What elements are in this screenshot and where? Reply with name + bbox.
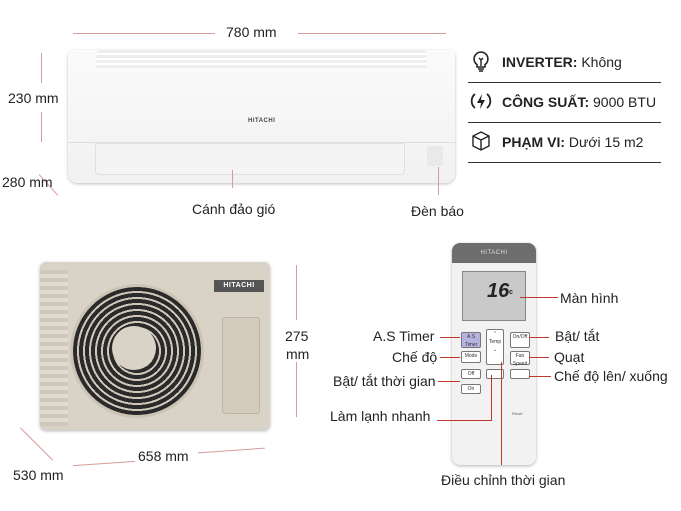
indoor-air-intake	[96, 50, 427, 68]
as-timer-callout-line	[440, 337, 460, 338]
mode-button[interactable]: Mode	[461, 351, 481, 363]
fan-speed-button[interactable]: Fan Speed	[510, 351, 530, 367]
indoor-height-line-top	[41, 53, 42, 83]
outdoor-height-line-bottom	[296, 362, 297, 417]
spec-range: PHẠM VI: Dưới 15 m2	[468, 122, 661, 163]
powerful-button[interactable]	[486, 369, 504, 379]
as-timer-button[interactable]: A.S Timer	[461, 332, 481, 348]
cube-icon	[472, 131, 490, 151]
outdoor-service-panel	[222, 317, 260, 414]
as-timer-callout-label: A.S Timer	[373, 328, 435, 344]
spec-key: CÔNG SUẤT:	[502, 94, 590, 110]
power-callout-line	[529, 337, 549, 338]
fan-callout-label: Quạt	[554, 349, 585, 365]
outdoor-fan-hub	[112, 326, 156, 370]
reset-button[interactable]: Reset	[512, 411, 523, 416]
indoor-height-line-bottom	[41, 112, 42, 142]
indicator-callout-label: Đèn báo	[411, 203, 464, 219]
indicator-callout-line	[438, 167, 439, 195]
timer-on-button[interactable]: On	[461, 384, 481, 394]
spec-key: INVERTER:	[502, 54, 578, 70]
remote-screen: 16 c	[462, 271, 526, 321]
indoor-width-line-left	[73, 33, 215, 34]
indoor-unit: HITACHI	[68, 50, 455, 183]
outdoor-unit: HITACHI	[40, 262, 270, 430]
outdoor-depth-line	[19, 427, 54, 461]
outdoor-height-label-value: 275	[285, 328, 309, 344]
indoor-flap	[95, 143, 405, 175]
indoor-seam	[68, 142, 455, 143]
indoor-width-line-right	[298, 33, 446, 34]
timer-off-button[interactable]: Off	[461, 369, 481, 379]
spec-key: PHẠM VI:	[502, 134, 565, 150]
swing-callout-line	[529, 376, 551, 377]
powerful-callout-line-h	[437, 420, 492, 421]
timer-callout-label: Bật/ tắt thời gian	[333, 373, 436, 389]
temp-down-icon[interactable]: ⌄	[492, 347, 498, 353]
screen-callout-line	[520, 297, 558, 298]
spec-value: Dưới 15 m2	[568, 134, 644, 150]
spec-value: Không	[581, 54, 622, 70]
screen-callout-label: Màn hình	[560, 290, 619, 306]
temp-button[interactable]: ⌃ Temp ⌄	[486, 329, 504, 365]
outdoor-depth-label: 530 mm	[13, 467, 64, 483]
outdoor-width-label: 658 mm	[138, 448, 189, 464]
powerful-callout-label: Làm lạnh nhanh	[330, 408, 431, 424]
temp-label: Temp	[488, 339, 502, 345]
remote-display-unit: c	[509, 289, 513, 296]
remote-control: HITACHI 16 c A.S Timer Mode ⌃ Temp ⌄ On/…	[452, 243, 536, 465]
spec-value: 9000 BTU	[593, 94, 657, 110]
mode-callout-label: Chế độ	[392, 349, 438, 365]
fan-callout-line	[529, 357, 549, 358]
outdoor-brand-badge: HITACHI	[214, 280, 264, 292]
powerful-callout-line-v	[491, 375, 492, 421]
temp-up-icon[interactable]: ⌃	[492, 331, 498, 337]
outdoor-height-line-top	[296, 265, 297, 320]
indoor-depth-label: 280 mm	[2, 174, 53, 190]
indoor-height-label: 230 mm	[8, 90, 59, 106]
swing-callout-label: Chế độ lên/ xuống	[554, 368, 668, 384]
lightbulb-icon	[473, 51, 489, 72]
swing-button[interactable]	[510, 369, 530, 379]
timer-callout-line	[438, 381, 460, 382]
adjust-time-callout-label: Điều chỉnh thời gian	[441, 472, 566, 488]
power-callout-label: Bật/ tắt	[555, 328, 600, 344]
adjust-time-callout-line	[501, 362, 502, 465]
spec-inverter: INVERTER: Không	[468, 42, 661, 83]
outdoor-side-vent	[40, 270, 68, 426]
flap-callout-line	[232, 170, 233, 188]
power-bolt-icon	[470, 93, 492, 109]
indoor-brand-logo: HITACHI	[248, 118, 276, 124]
on-off-button[interactable]: On/Off	[510, 332, 530, 348]
remote-display-temp: 16	[487, 280, 510, 302]
mode-callout-line	[440, 357, 460, 358]
outdoor-height-label-unit: mm	[286, 346, 310, 362]
flap-callout-label: Cánh đảo gió	[192, 201, 276, 217]
outdoor-width-line-left	[73, 460, 135, 467]
indoor-indicator-panel	[427, 146, 443, 166]
spec-capacity: CÔNG SUẤT: 9000 BTU	[468, 82, 661, 123]
outdoor-width-line-right	[198, 447, 265, 454]
indoor-width-label: 780 mm	[226, 24, 277, 40]
remote-brand: HITACHI	[452, 243, 536, 263]
